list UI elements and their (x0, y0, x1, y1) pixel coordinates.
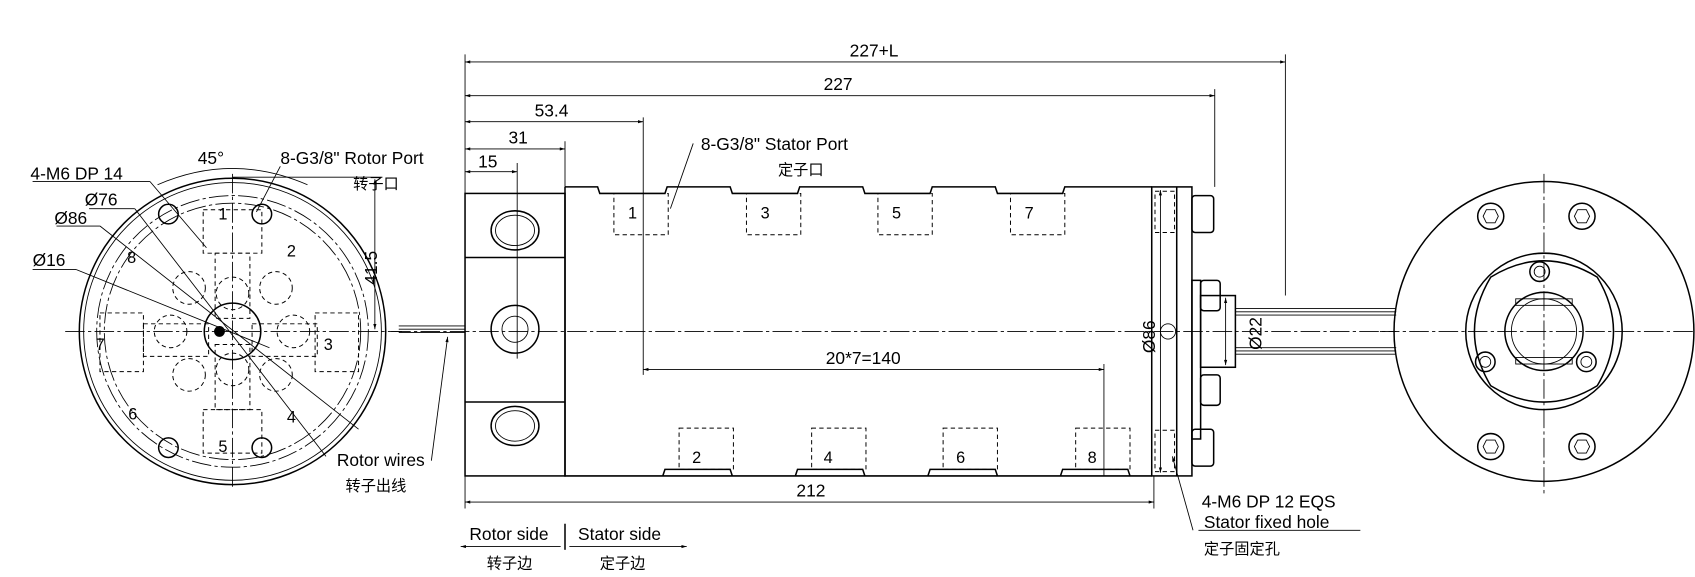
rotor-holes-label: 4-M6 DP 14 (30, 163, 123, 183)
stator-port-numbers: 1 3 5 7 2 4 6 8 (628, 204, 1097, 466)
rotor-port-label: 8-G3/8" Rotor Port (280, 148, 423, 168)
svg-text:5: 5 (892, 204, 901, 222)
svg-text:2: 2 (287, 242, 296, 260)
rotor-flange-label: 31 (509, 127, 528, 147)
rotor-port-cn-label: 转子口 (353, 175, 399, 193)
rotor-port-numbers: 1 2 3 4 5 6 7 8 (96, 206, 333, 457)
shaft-diameter-label: Ø22 (1245, 317, 1265, 350)
svg-text:1: 1 (218, 206, 227, 224)
stator-side-label: Stator side (578, 524, 661, 544)
rotor-side-label: Rotor side (469, 524, 548, 544)
svg-text:2: 2 (692, 449, 701, 467)
rotor-end-view: 4-M6 DP 14 Ø76 Ø86 Ø16 45° 41.5 8-G3/8" … (30, 148, 424, 489)
stator-end-view (1379, 173, 1695, 495)
fixed-hole-cn-label: 定子固定孔 (1204, 540, 1280, 558)
svg-text:8: 8 (127, 249, 136, 267)
stator-port-cn-label: 定子口 (778, 161, 824, 179)
svg-text:1: 1 (628, 204, 637, 222)
svg-text:3: 3 (761, 204, 770, 222)
fixed-hole-spec-label: 4-M6 DP 12 EQS (1202, 491, 1336, 511)
overall-length-label: 227+L (850, 41, 899, 61)
stator-wires (1235, 308, 1397, 355)
svg-text:3: 3 (324, 336, 333, 354)
dia-86-label: Ø86 (54, 208, 87, 228)
rotor-side-cn-label: 转子边 (487, 554, 533, 572)
side-view: 227+L 227 53.4 31 15 20*7=140 212 Rotor … (337, 41, 1397, 572)
first-port-label: 53.4 (535, 100, 569, 120)
fixed-hole-label: Stator fixed hole (1204, 512, 1330, 532)
angle-label: 45° (198, 148, 224, 168)
body-diameter-label: Ø86 (1139, 320, 1159, 353)
length-212-label: 212 (796, 481, 825, 501)
dia-16-label: Ø16 (33, 250, 66, 270)
rotor-wires-label: Rotor wires (337, 450, 425, 470)
height-label: 41.5 (361, 251, 381, 285)
rotor-offset-label: 15 (478, 151, 497, 171)
svg-text:6: 6 (956, 449, 965, 467)
svg-text:8: 8 (1088, 449, 1097, 467)
svg-text:6: 6 (128, 405, 137, 423)
rotor-wires (398, 325, 466, 461)
svg-text:4: 4 (824, 449, 833, 467)
svg-text:7: 7 (96, 336, 105, 354)
body-length-label: 227 (824, 74, 853, 94)
svg-text:4: 4 (287, 409, 296, 427)
svg-text:7: 7 (1025, 204, 1034, 222)
dia-76-label: Ø76 (85, 189, 118, 209)
port-pitch-label: 20*7=140 (826, 348, 901, 368)
hex-bolts (1476, 202, 1596, 461)
stator-port-label: 8-G3/8" Stator Port (701, 134, 848, 154)
svg-text:5: 5 (218, 438, 227, 456)
rotor-wires-cn-label: 转子出线 (346, 477, 407, 495)
stator-side-cn-label: 定子边 (600, 554, 646, 572)
